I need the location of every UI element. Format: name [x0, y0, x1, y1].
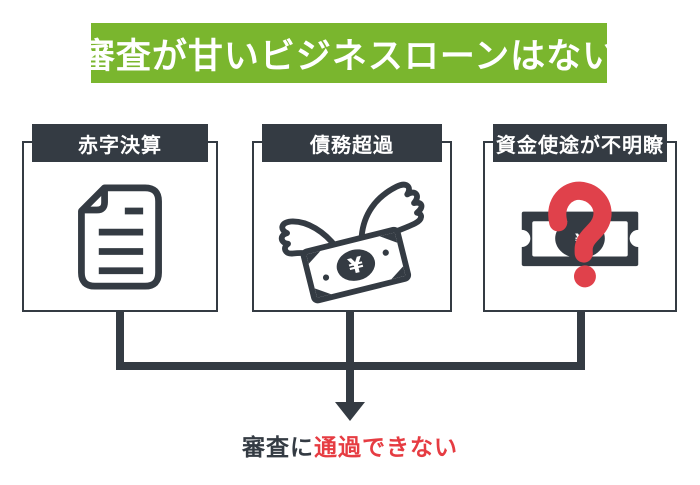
reason-box-unclear-funds-label: 資金使途が不明瞭	[493, 124, 667, 162]
reason-box-insolvency-label: 債務超過	[262, 124, 442, 162]
reason-box-insolvency: 債務超過 ¥	[252, 124, 452, 312]
connector-left-line	[116, 310, 124, 370]
winged-money-icon: ¥	[274, 174, 430, 303]
connector-center-line	[346, 310, 354, 404]
conclusion-prefix: 審査に	[242, 434, 314, 460]
conclusion-text: 審査に通過できない	[0, 428, 700, 462]
reason-box-deficit: 赤字決算	[22, 124, 218, 312]
document-icon	[76, 183, 164, 291]
conclusion-highlight: 通過できない	[314, 434, 458, 460]
down-arrow-icon	[335, 402, 365, 421]
reason-box-deficit-label: 赤字決算	[32, 124, 208, 162]
svg-text:¥: ¥	[346, 252, 367, 280]
connector-right-line	[577, 310, 585, 370]
reason-box-unclear-funds: 資金使途が不明瞭 ¥	[483, 124, 677, 312]
money-question-icon: ¥	[513, 181, 647, 290]
page-title: 審査が甘いビジネスローンはない	[80, 23, 617, 83]
